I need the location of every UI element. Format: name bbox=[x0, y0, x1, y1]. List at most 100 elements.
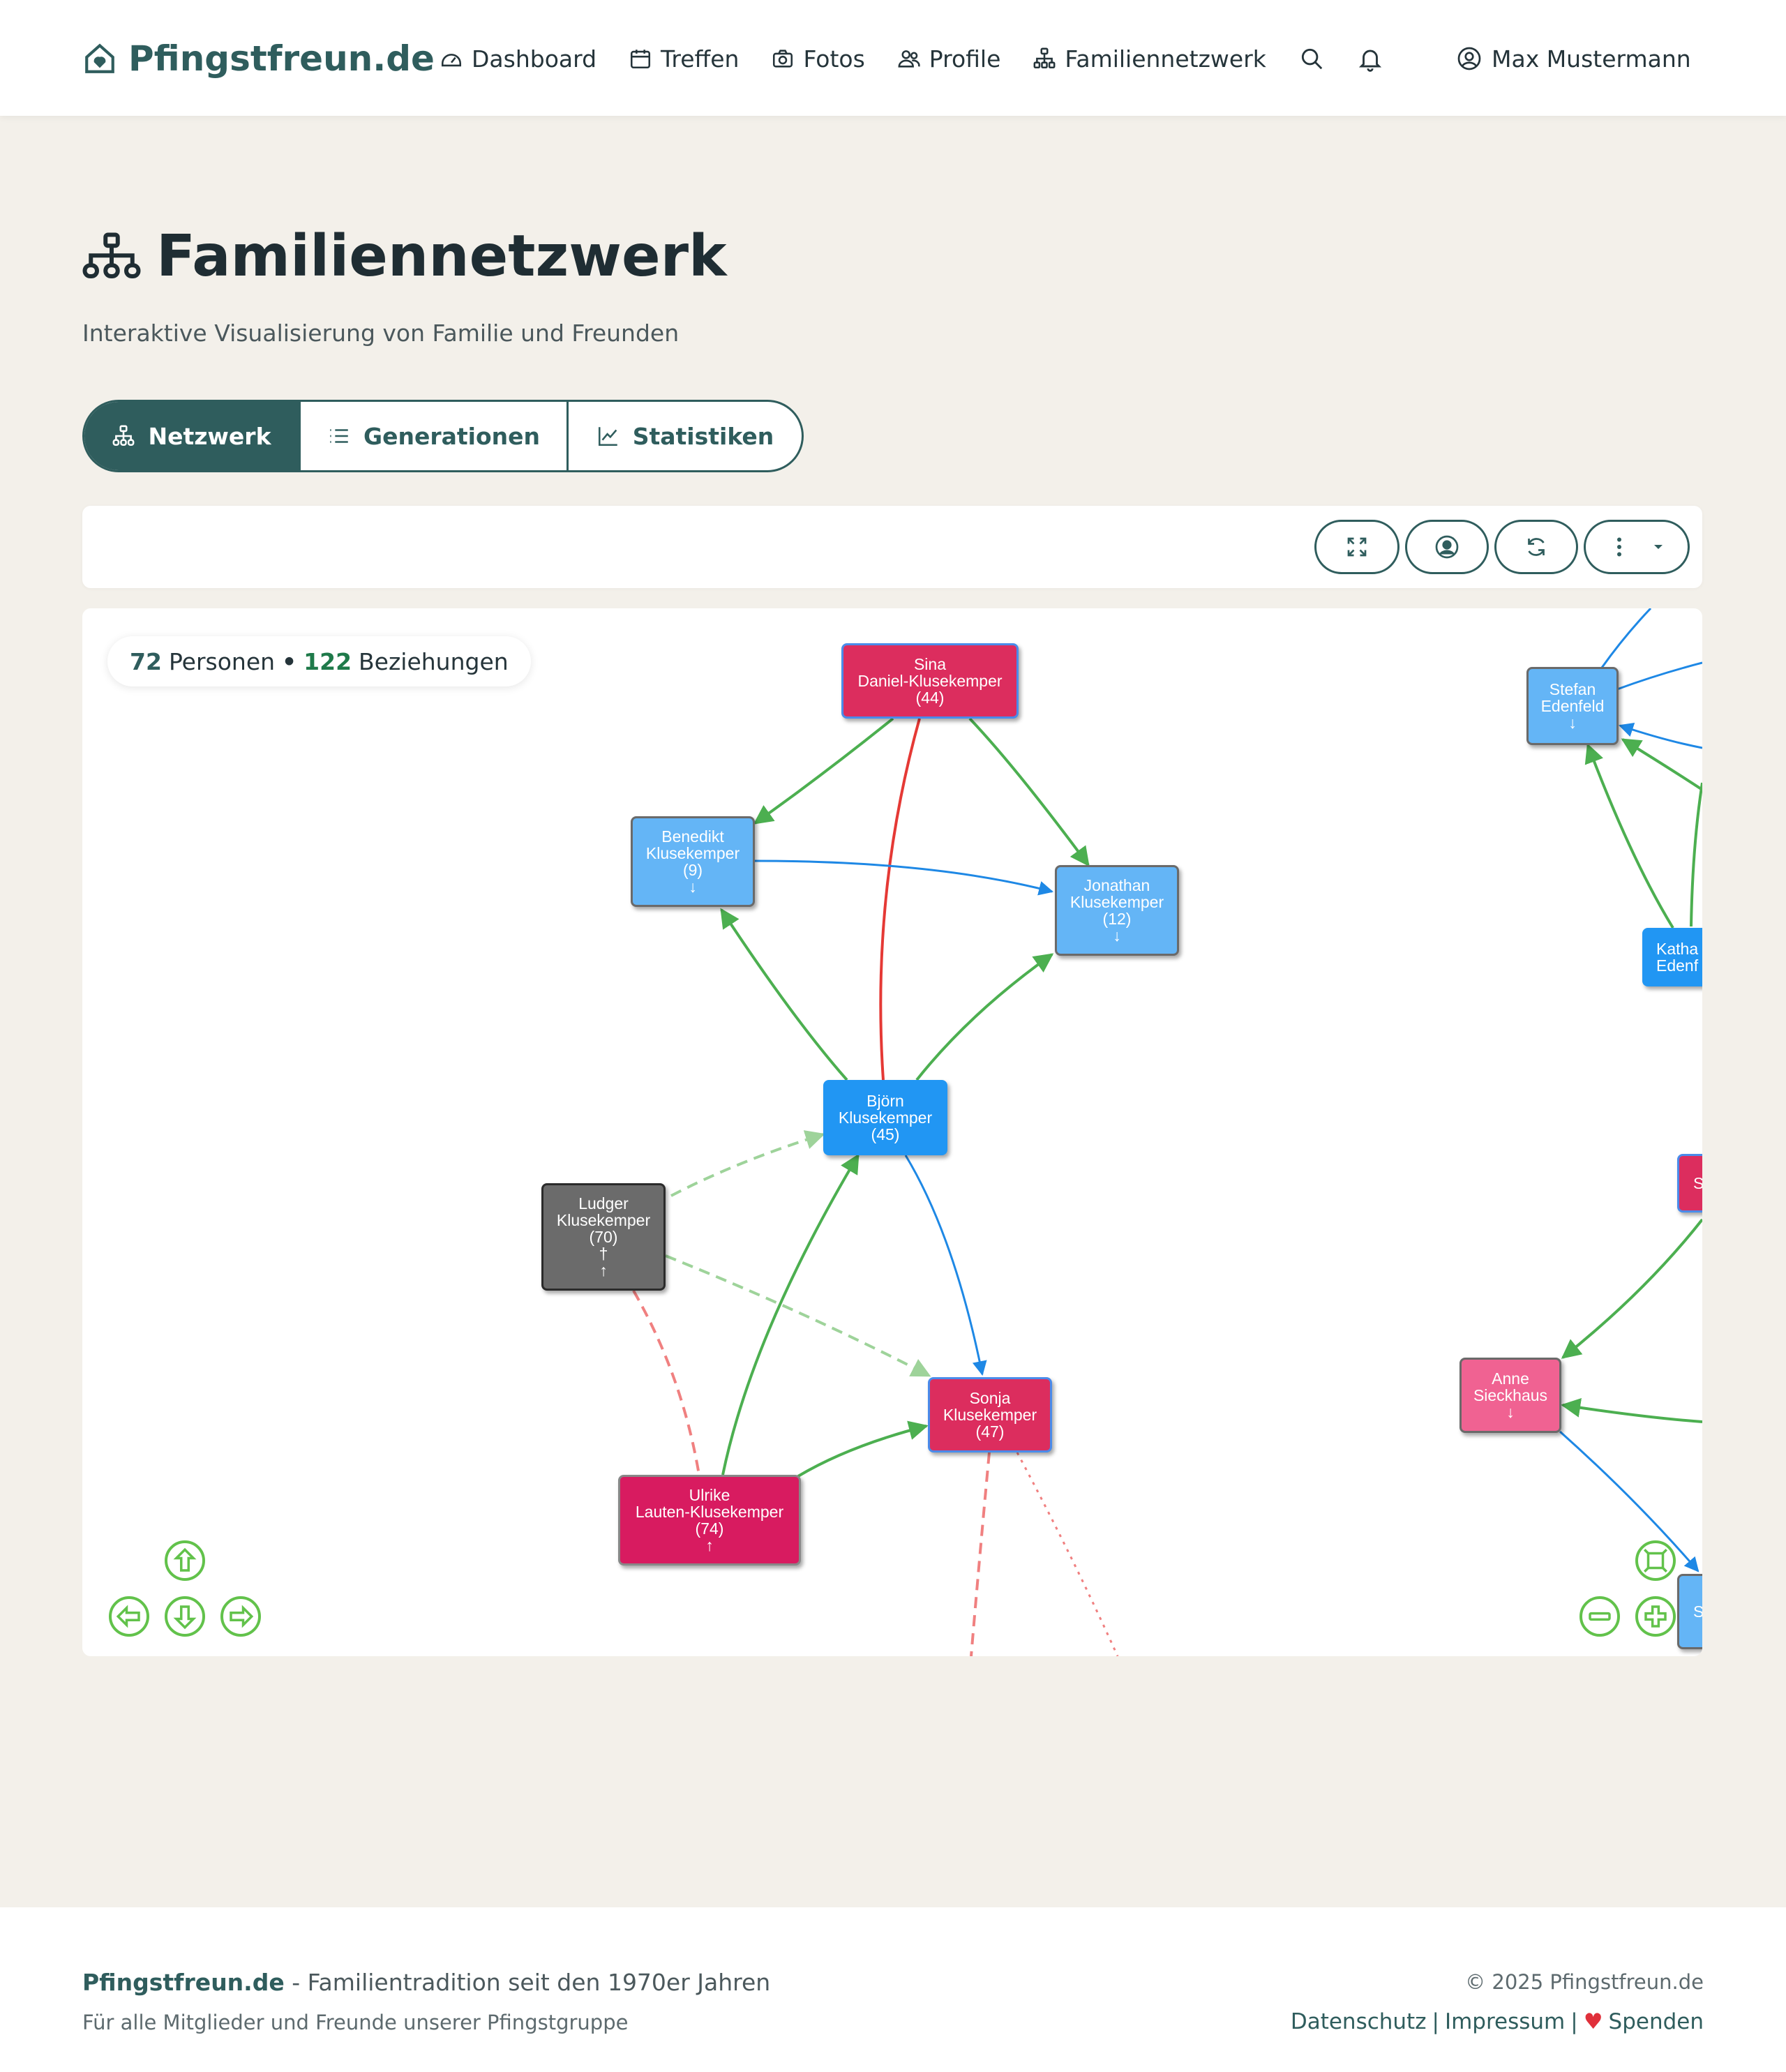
page-footer: Pfingstfreun.de - Familientradition seit… bbox=[0, 1907, 1786, 2072]
person-node-bjoern[interactable]: Björn Klusekemper (45) bbox=[823, 1080, 947, 1155]
person-node-anne[interactable]: Anne Sieckhaus ↓ bbox=[1459, 1358, 1561, 1433]
more-options-dropdown[interactable] bbox=[1584, 520, 1690, 574]
edge-ludger-sonja bbox=[665, 1254, 931, 1377]
datenschutz-link[interactable]: Datenschutz bbox=[1290, 2009, 1427, 2034]
pan-right-button[interactable] bbox=[220, 1596, 261, 1637]
edge-benedikt-jonathan bbox=[754, 859, 1054, 896]
user-circle-icon bbox=[1435, 535, 1459, 559]
refresh-icon bbox=[1528, 538, 1545, 556]
person-node-katha[interactable]: Katha Edenf bbox=[1642, 928, 1702, 986]
graph-toolbar bbox=[82, 506, 1702, 588]
arrow-right-icon bbox=[230, 1605, 254, 1628]
impressum-link[interactable]: Impressum bbox=[1444, 2009, 1566, 2034]
line-chart-icon bbox=[598, 427, 617, 446]
nav-item-dashboard[interactable]: Dashboard bbox=[440, 45, 596, 73]
brand-logo[interactable]: Pfingstfreun.de bbox=[82, 31, 435, 87]
person-node-benedikt[interactable]: Benedikt Klusekemper (9) ↓ bbox=[631, 816, 755, 907]
edge-katha-right bbox=[1690, 782, 1702, 927]
brand-name: Pfingstfreun.de bbox=[128, 38, 435, 79]
person-node-partial-2[interactable]: S bbox=[1677, 1574, 1702, 1649]
refresh-button[interactable] bbox=[1494, 520, 1578, 574]
nav-item-profile[interactable]: Profile bbox=[897, 45, 1000, 73]
arrow-down-icon bbox=[173, 1605, 197, 1630]
edge-stefan-up bbox=[1600, 608, 1652, 668]
view-tabs: Netzwerk Generationen Statistiken bbox=[82, 400, 804, 472]
edge-ulrike-bjoern bbox=[721, 1153, 860, 1476]
pan-down-button[interactable] bbox=[165, 1596, 205, 1637]
user-menu[interactable]: Max Mustermann bbox=[1457, 31, 1691, 87]
person-node-jonathan[interactable]: Jonathan Klusekemper (12) ↓ bbox=[1055, 865, 1179, 956]
user-circle-icon bbox=[1457, 47, 1481, 70]
heart-icon: ♥ bbox=[1583, 2009, 1603, 2034]
network-icon bbox=[113, 425, 135, 446]
user-name: Max Mustermann bbox=[1492, 45, 1691, 73]
edge-ludger-ulrike bbox=[632, 1290, 700, 1476]
kebab-icon bbox=[1617, 537, 1621, 557]
edge-sonja-down-1 bbox=[970, 1452, 991, 1656]
bell-icon bbox=[1358, 50, 1381, 72]
notifications-button[interactable] bbox=[1357, 45, 1383, 72]
list-icon bbox=[330, 429, 348, 443]
graph-edges bbox=[632, 608, 1702, 1656]
people-icon bbox=[898, 50, 920, 68]
edge-sina-bjoern bbox=[879, 718, 921, 1081]
network-graph[interactable]: 72 Personen • 122 Beziehungen Sina Danie… bbox=[82, 608, 1702, 1656]
graph-stats-badge: 72 Personen • 122 Beziehungen bbox=[107, 636, 531, 686]
fit-icon bbox=[1644, 1549, 1667, 1572]
edge-stefan-right bbox=[1616, 661, 1702, 691]
person-node-sonja[interactable]: Sonja Klusekemper (47) bbox=[928, 1377, 1052, 1452]
edge-sina-jonathan bbox=[968, 717, 1090, 867]
arrow-left-icon bbox=[116, 1605, 140, 1628]
person-node-ulrike[interactable]: Ulrike Lauten-Klusekemper (74) ↑ bbox=[618, 1475, 801, 1566]
main-nav: Dashboard Treffen Fotos Profile Familien… bbox=[440, 31, 1383, 87]
calendar-icon bbox=[631, 50, 651, 69]
dashboard-icon bbox=[441, 54, 462, 67]
nav-item-treffen[interactable]: Treffen bbox=[629, 45, 739, 73]
search-icon bbox=[1301, 48, 1323, 70]
spenden-link[interactable]: ♥ Spenden bbox=[1583, 2009, 1704, 2034]
search-button[interactable] bbox=[1298, 45, 1325, 72]
edge-bjoern-benedikt bbox=[720, 908, 848, 1081]
tab-statistiken[interactable]: Statistiken bbox=[569, 402, 802, 470]
edge-right-anne-2 bbox=[1561, 1397, 1702, 1423]
person-node-stefan[interactable]: Stefan Edenfeld ↓ bbox=[1526, 667, 1619, 745]
edge-right-stefan-green bbox=[1621, 738, 1702, 791]
footer-subtext: Für alle Mitglieder und Freunde unserer … bbox=[82, 2011, 629, 2034]
person-node-partial-1[interactable]: S bbox=[1677, 1154, 1702, 1213]
person-node-sina[interactable]: Sina Daniel-Klusekemper (44) bbox=[841, 643, 1019, 719]
edge-sonja-down-2 bbox=[1016, 1452, 1119, 1656]
caret-down-icon bbox=[1654, 545, 1663, 549]
network-icon bbox=[82, 232, 141, 278]
home-heart-icon bbox=[85, 43, 114, 73]
nav-item-familiennetzwerk[interactable]: Familiennetzwerk bbox=[1033, 45, 1266, 73]
zoom-fit-button[interactable] bbox=[1635, 1540, 1676, 1581]
tab-netzwerk[interactable]: Netzwerk bbox=[84, 402, 301, 470]
footer-links: Datenschutz | Impressum | ♥ Spenden bbox=[1290, 2009, 1704, 2034]
zoom-out-button[interactable] bbox=[1579, 1596, 1620, 1637]
minus-icon bbox=[1589, 1612, 1611, 1621]
camera-icon bbox=[773, 50, 793, 68]
network-icon bbox=[1033, 47, 1056, 69]
plus-icon bbox=[1644, 1605, 1667, 1628]
top-navbar: Pfingstfreun.de Dashboard Treffen Fotos … bbox=[0, 0, 1786, 116]
edge-right-anne bbox=[1561, 1218, 1702, 1359]
pan-left-button[interactable] bbox=[109, 1596, 149, 1637]
fullscreen-button[interactable] bbox=[1314, 520, 1399, 574]
expand-icon bbox=[1347, 537, 1367, 557]
focus-person-button[interactable] bbox=[1405, 520, 1489, 574]
zoom-in-button[interactable] bbox=[1635, 1596, 1676, 1637]
pan-up-button[interactable] bbox=[165, 1540, 205, 1581]
nav-item-fotos[interactable]: Fotos bbox=[771, 45, 865, 73]
edge-right-stefan bbox=[1619, 723, 1702, 749]
edge-katha-stefan bbox=[1584, 743, 1674, 929]
edge-sina-benedikt bbox=[753, 717, 894, 825]
edge-anne-right bbox=[1559, 1430, 1699, 1572]
page-subtitle: Interaktive Visualisierung von Familie u… bbox=[82, 320, 680, 347]
footer-copyright: © 2025 Pfingstfreun.de bbox=[1465, 1970, 1704, 1994]
tab-generationen[interactable]: Generationen bbox=[301, 402, 569, 470]
arrow-up-icon bbox=[173, 1547, 197, 1572]
person-node-ludger[interactable]: Ludger Klusekemper (70) † ↑ bbox=[541, 1183, 666, 1291]
edge-ludger-bjoern bbox=[670, 1130, 825, 1197]
footer-tagline: Pfingstfreun.de - Familientradition seit… bbox=[82, 1969, 771, 1996]
edge-ulrike-sonja bbox=[797, 1420, 929, 1478]
